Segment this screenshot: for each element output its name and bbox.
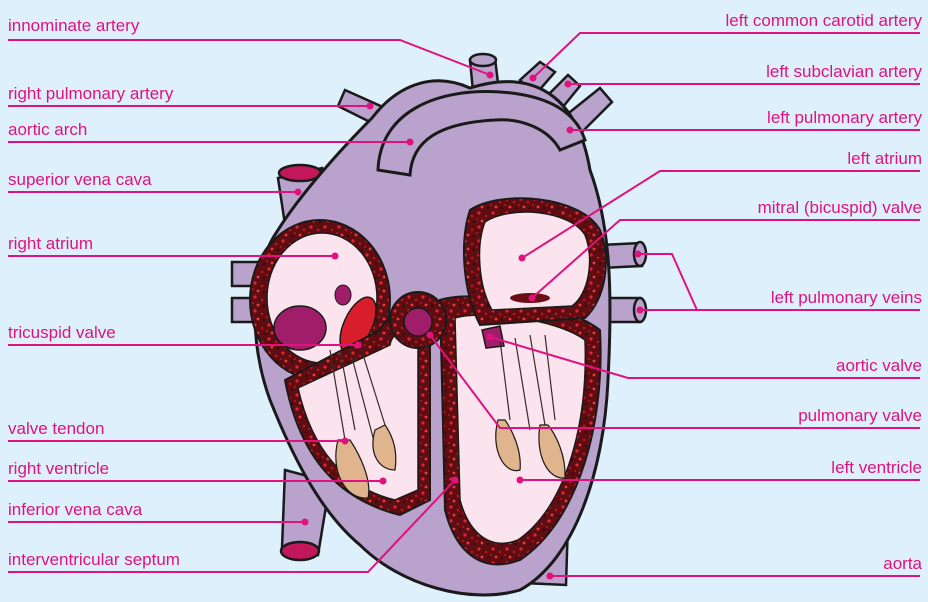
coronary-sinus-shape bbox=[335, 285, 351, 305]
label-mitral-bicuspid-valve: mitral (bicuspid) valve bbox=[758, 198, 922, 218]
label-aortic-valve: aortic valve bbox=[836, 356, 922, 376]
pulmonary-valve-shape bbox=[404, 308, 432, 336]
label-right-pulmonary-artery: right pulmonary artery bbox=[8, 84, 173, 104]
label-valve-tendon: valve tendon bbox=[8, 419, 104, 439]
inferior-vena-cava-opening bbox=[281, 542, 319, 560]
label-inferior-vena-cava: inferior vena cava bbox=[8, 500, 142, 520]
label-right-ventricle: right ventricle bbox=[8, 459, 109, 479]
label-innominate-artery: innominate artery bbox=[8, 16, 139, 36]
label-left-ventricle: left ventricle bbox=[831, 458, 922, 478]
label-aortic-arch: aortic arch bbox=[8, 120, 87, 140]
label-superior-vena-cava: superior vena cava bbox=[8, 170, 152, 190]
label-tricuspid-valve: tricuspid valve bbox=[8, 323, 116, 343]
right-atrium-opening bbox=[274, 306, 326, 350]
label-interventricular-septum: interventricular septum bbox=[8, 550, 180, 570]
label-pulmonary-valve: pulmonary valve bbox=[798, 406, 922, 426]
label-left-atrium: left atrium bbox=[847, 149, 922, 169]
label-left-pulmonary-artery: left pulmonary artery bbox=[767, 108, 922, 128]
innominate-artery-opening bbox=[470, 54, 496, 66]
label-left-common-carotid-artery: left common carotid artery bbox=[725, 11, 922, 31]
label-right-atrium: right atrium bbox=[8, 234, 93, 254]
label-left-subclavian-artery: left subclavian artery bbox=[766, 62, 922, 82]
label-left-pulmonary-veins: left pulmonary veins bbox=[771, 288, 922, 308]
label-aorta: aorta bbox=[883, 554, 922, 574]
